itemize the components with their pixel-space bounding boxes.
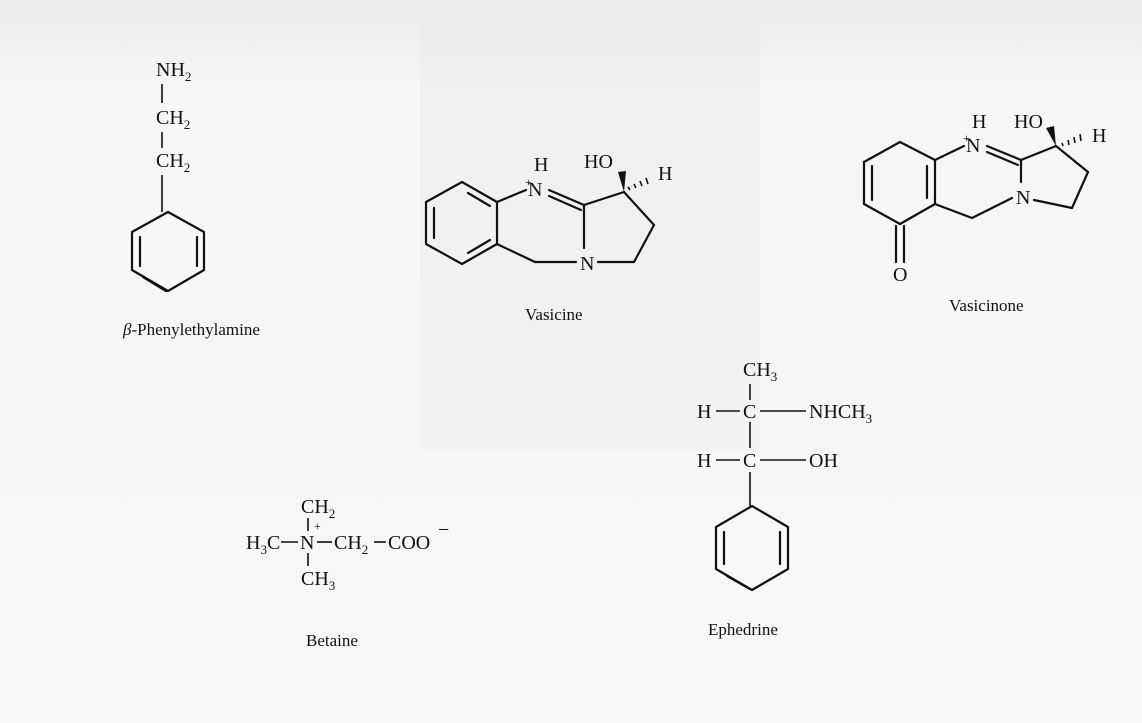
atom-c-1: C: [743, 401, 756, 423]
caption-phenylethylamine: β-Phenylethylamine: [122, 320, 260, 339]
atom-h-nplus: H: [534, 154, 548, 176]
ephedrine-structure: CH3 H C NHCH3 H C OH: [697, 359, 872, 592]
atom-oh: OH: [809, 450, 838, 472]
atom-h-stereo-2: H: [1092, 125, 1106, 147]
betaine-structure: H3C N CH2 + CH3 CH2 COO −: [246, 496, 449, 593]
vasicine-structure: N + H N HO H: [424, 151, 672, 275]
atom-ho-2: HO: [1014, 111, 1043, 133]
atom-ch2-betaine: CH2: [334, 532, 368, 557]
caption-betaine: Betaine: [306, 631, 358, 650]
atom-ho: HO: [584, 151, 613, 173]
atom-ch2-1: CH2: [156, 107, 190, 132]
atom-n-betaine: N: [300, 532, 314, 554]
phenylethylamine-structure: NH2 CH2 CH2: [130, 59, 206, 293]
atom-c-2: C: [743, 450, 756, 472]
atom-h-stereo: H: [658, 163, 672, 185]
atom-n-plus: N: [528, 179, 542, 201]
atom-nh2: NH2: [156, 59, 191, 84]
charge-plus-3: +: [314, 519, 321, 533]
atom-n-plus-2: N: [966, 135, 980, 157]
atom-h3c: H3C: [246, 532, 280, 557]
atom-n-ring: N: [580, 253, 594, 275]
atom-h-1: H: [697, 401, 711, 423]
caption-vasicinone: Vasicinone: [949, 296, 1024, 315]
atom-nhch3: NHCH3: [809, 401, 872, 426]
charge-plus: +: [525, 175, 532, 189]
atom-ch3-top: CH3: [743, 359, 777, 384]
atom-o-ketone: O: [893, 264, 907, 286]
atom-ch2-top: CH2: [301, 496, 335, 521]
atom-ch2-2: CH2: [156, 150, 190, 175]
atom-coo: COO: [388, 532, 430, 554]
caption-vasicine: Vasicine: [525, 305, 583, 324]
caption-ephedrine: Ephedrine: [708, 620, 778, 639]
atom-h-2: H: [697, 450, 711, 472]
atom-ch3-bottom: CH3: [301, 568, 335, 593]
charge-plus-2: +: [963, 131, 970, 145]
atom-h-nplus-2: H: [972, 111, 986, 133]
charge-minus: −: [438, 519, 449, 541]
vasicinone-structure: O N + H N HO H: [862, 111, 1106, 286]
scan-shadow: [420, 20, 760, 450]
atom-n-ring-2: N: [1016, 187, 1030, 209]
